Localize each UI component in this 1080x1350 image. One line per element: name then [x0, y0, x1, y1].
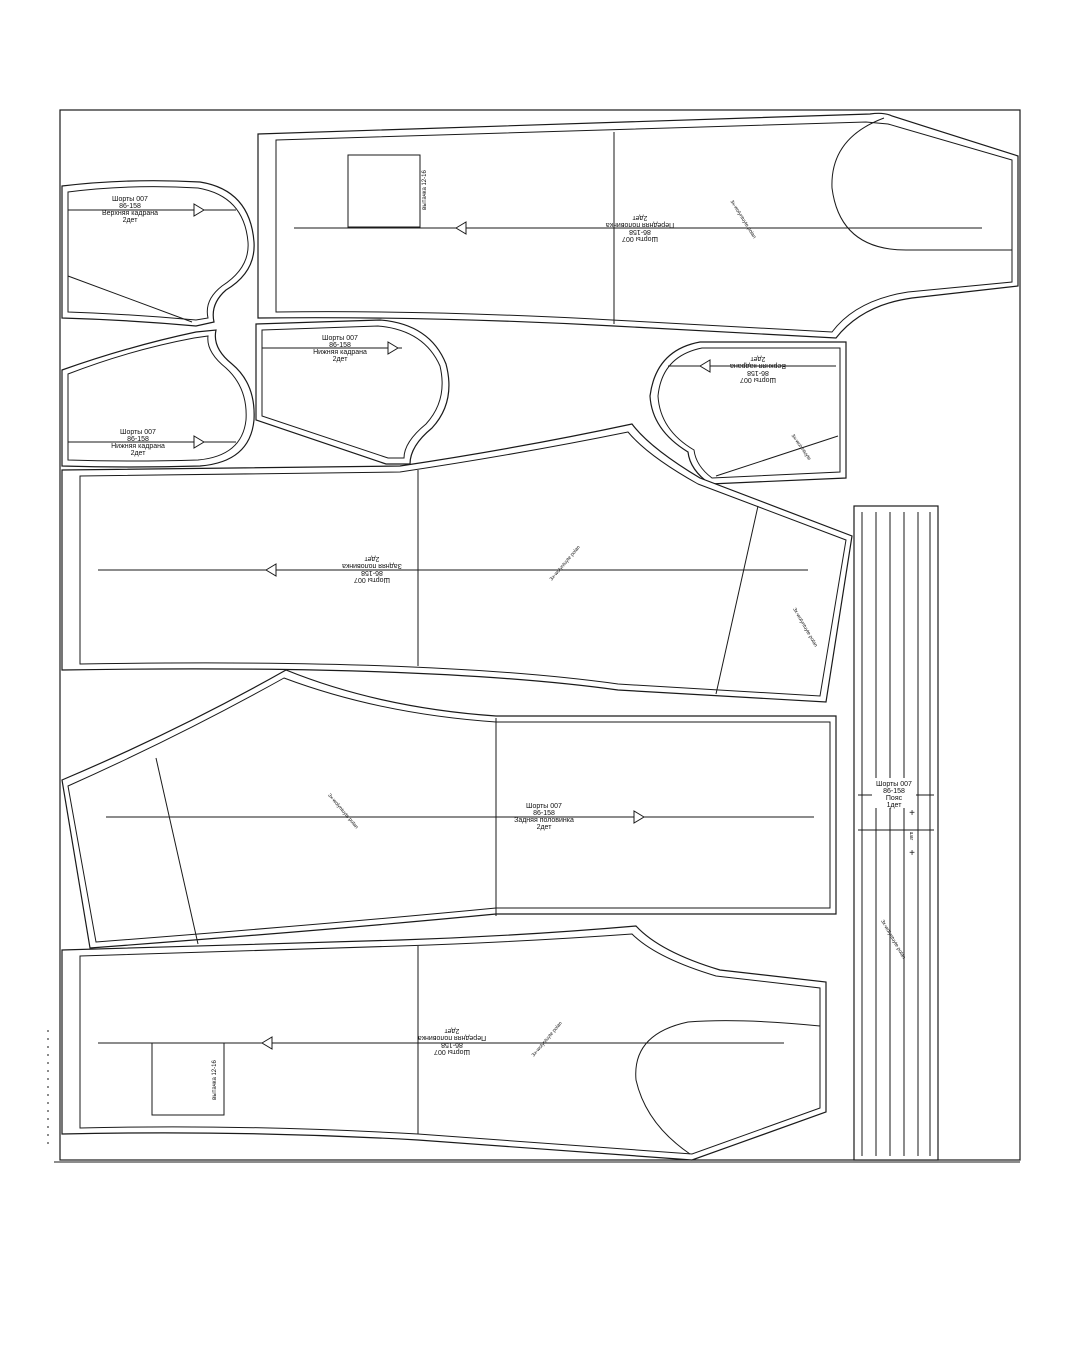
mid-pocket-model: Шорты 007 [322, 335, 358, 342]
mid-pocket-size: 86-158 [329, 342, 351, 349]
right-pocket-model: Шорты 007 [740, 376, 776, 383]
front-bottom-piece: Шорты 007 86-158 Передняя половинка 2дет… [61, 925, 827, 1161]
back-mid-size: 86-158 [361, 569, 383, 576]
mid-pocket-piece: Шорты 007 86-158 Нижняя кадрана 2дет [255, 319, 450, 465]
back-pocket-top-count: 2дет [123, 217, 139, 224]
back-pocket-top-name: Верхняя кадрана [102, 210, 158, 217]
front-bottom-count: 2дет [444, 1027, 460, 1034]
front-top-name: Передняя половинка [606, 221, 674, 228]
front-top-model: Шорты 007 [622, 235, 658, 242]
back-pocket-top-piece: Шорты 007 86-158 Верхняя кадрана 2дет [61, 180, 255, 327]
front-bottom-dart-label: вытачка 12-16 [212, 1060, 218, 1100]
back-mid-model: Шорты 007 [354, 576, 390, 583]
back-lower-model: Шорты 007 [526, 803, 562, 810]
front-top-piece: Шорты 007 86-158 Передняя половинка 2дет… [257, 112, 1019, 339]
back-pocket-top-model: Шорты 007 [112, 196, 148, 203]
front-top-size: 86-158 [629, 228, 651, 235]
back-mid-count: 2дет [364, 555, 380, 562]
right-pocket-size: 86-158 [747, 369, 769, 376]
right-pocket-count: 2дет [750, 355, 766, 362]
front-top-count: 2дет [632, 214, 648, 221]
front-bottom-name: Передняя половинка [418, 1034, 486, 1041]
back-pocket-bottom-model: Шорты 007 [120, 429, 156, 436]
mid-pocket-name: Нижняя кадрана [313, 349, 367, 356]
right-pocket-piece: Шорты 007 86-158 Верхняя кадрана 2дет 3x… [649, 341, 847, 485]
back-pocket-bottom-count: 2дет [131, 450, 147, 457]
front-top-dart-label: вытачка 12-16 [422, 170, 428, 210]
back-pocket-bottom-name: Нижняя кадрана [111, 443, 165, 450]
belt-size: 86-158 [883, 788, 905, 795]
back-pocket-bottom-size: 86-158 [127, 436, 149, 443]
belt-name: Пояс [886, 795, 903, 802]
back-mid-name: Задняя половинка [342, 562, 402, 569]
back-lower-size: 86-158 [533, 810, 555, 817]
mid-pocket-count: 2дет [333, 356, 349, 363]
belt-plus-1: + [909, 808, 915, 819]
layout-frame [59, 109, 1021, 1161]
back-mid-piece: Шорты 007 86-158 Задняя половинка 2дет 3… [61, 423, 853, 703]
back-pocket-top-size: 86-158 [119, 203, 141, 210]
belt-count: 1дет [887, 802, 903, 809]
back-lower-name: Задняя половинка [514, 817, 574, 824]
belt-step-mark: шаг [908, 832, 914, 841]
back-pocket-bottom-piece: Шорты 007 86-158 Нижняя кадрана 2дет [61, 329, 255, 468]
belt-piece: Шорты 007 86-158 Пояс 1дет + + шаг 3x-wo… [853, 505, 939, 1161]
back-lower-piece: Шорты 007 86-158 Задняя половинка 2дет 3… [61, 669, 837, 949]
belt-plus-2: + [909, 848, 915, 859]
belt-model: Шорты 007 [876, 781, 912, 788]
back-lower-count: 2дет [537, 824, 553, 831]
right-pocket-name: Верхняя кадрана [730, 362, 786, 369]
front-bottom-size: 86-158 [441, 1041, 463, 1048]
front-bottom-model: Шорты 007 [434, 1048, 470, 1055]
